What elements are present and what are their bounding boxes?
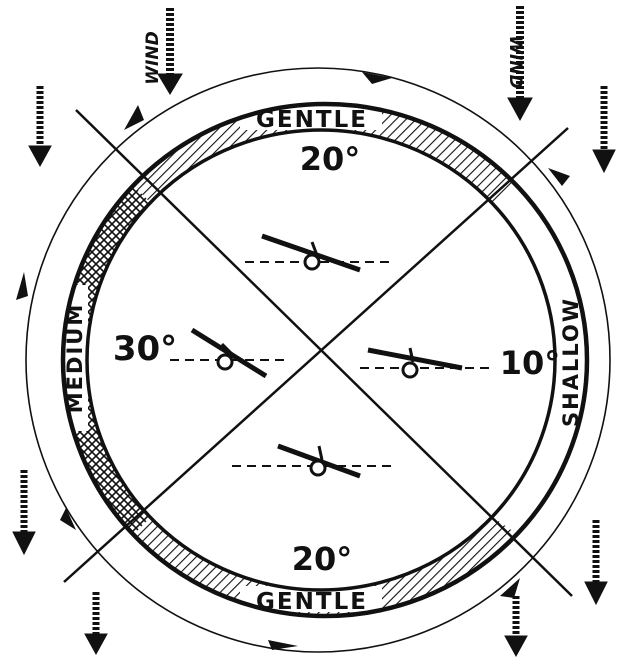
angle-label-top: 20° [300, 140, 361, 178]
aircraft-right [360, 348, 490, 377]
wind-label-right: WIND [505, 35, 525, 88]
band-label-right: SHALLOW [559, 297, 583, 427]
wind-arrow-bottom-left [85, 592, 107, 654]
wind-arrow-right-upper [593, 86, 615, 172]
angle-label-right: 10° [500, 344, 561, 382]
band-label-top: GENTLE [256, 107, 368, 133]
aircraft-bottom [232, 446, 392, 476]
band-label-bottom: GENTLE [256, 589, 368, 615]
wind-label-left: WIND [143, 31, 163, 84]
band-label-left: MEDIUM [63, 303, 87, 413]
circulation-arrow-left [16, 272, 28, 300]
angle-label-left: 30° [113, 329, 177, 369]
wind-arrow-right-lower [585, 520, 607, 604]
aircraft-left [170, 330, 290, 376]
wind-arrow-left-upper [29, 86, 51, 166]
circulation-arrow-bottom [268, 640, 298, 650]
circulation-arrow-upper-left [124, 105, 144, 130]
wind-arrow-bottom-right [505, 596, 527, 656]
aircraft-top [245, 236, 392, 270]
angle-label-bottom: 20° [292, 540, 353, 578]
wind-arrow-left-lower [13, 470, 35, 554]
